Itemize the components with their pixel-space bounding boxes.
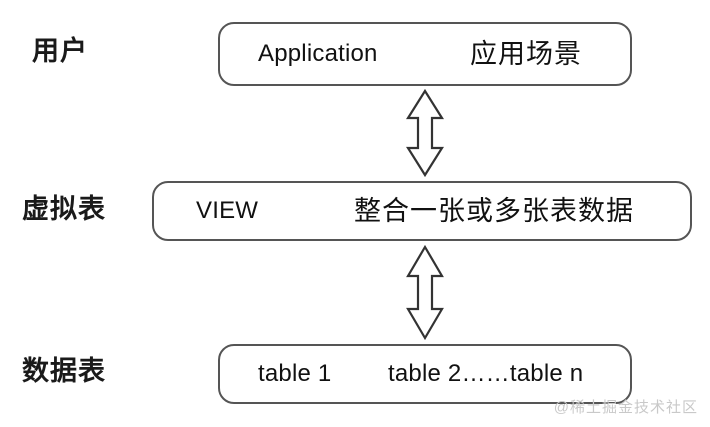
view-box-secondary-text: 整合一张或多张表数据 [354,195,634,226]
application-box-secondary-text: 应用场景 [470,38,582,69]
application-box: Application 应用场景 [218,22,632,86]
tables-box-primary-text: table 1 [258,360,332,387]
tables-box: table 1 table 2……table n [218,344,632,404]
row-label-user: 用户 [32,36,88,66]
watermark: @稀土掘金技术社区 [553,399,698,416]
tables-box-secondary-text: table 2……table n [388,360,584,387]
double-arrow-icon-view-tables [404,244,446,341]
row-label-virtual-table: 虚拟表 [22,194,106,224]
view-box: VIEW 整合一张或多张表数据 [152,181,692,241]
application-box-primary-text: Application [258,40,378,67]
view-box-primary-text: VIEW [196,197,259,224]
double-arrow-icon-application-view [404,88,446,178]
row-label-data-table: 数据表 [22,356,106,386]
